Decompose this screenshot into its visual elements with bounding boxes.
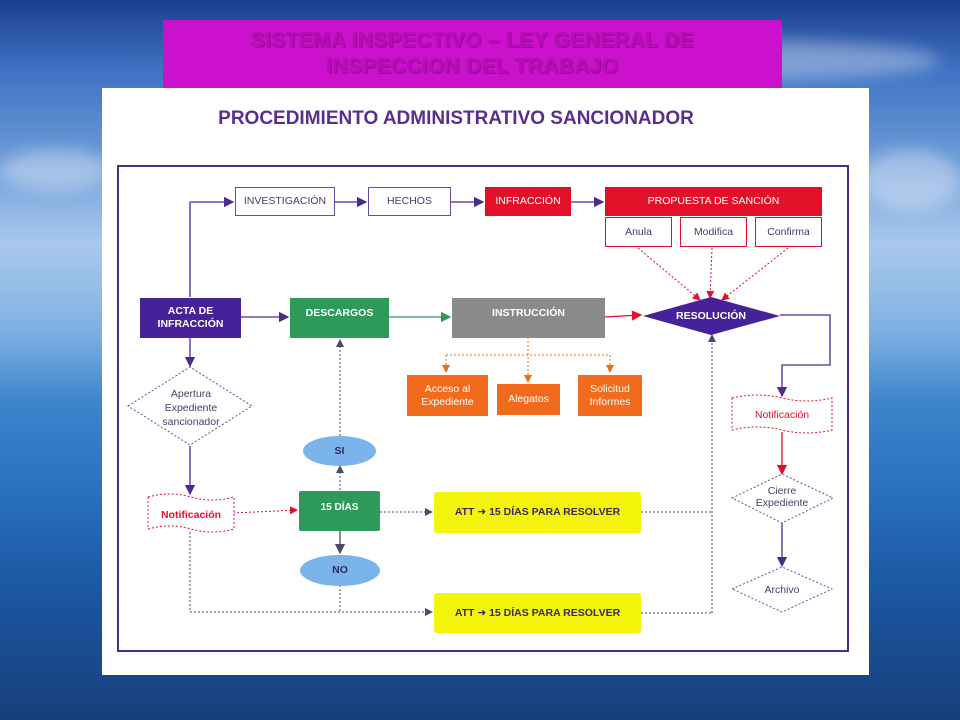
notificacion-right-shape xyxy=(731,394,833,434)
archivo-label: Archivo xyxy=(764,584,799,596)
apertura-diamond xyxy=(127,366,253,446)
apertura-label-1: Apertura xyxy=(171,388,211,400)
cierre-diamond xyxy=(730,473,835,524)
modifica-label: Modifica xyxy=(693,225,734,238)
instruccion-label: INSTRUCCIÓN xyxy=(492,307,565,319)
solicitud-label-1: Solicitud xyxy=(590,382,630,395)
hechos-box: HECHOS xyxy=(368,187,451,216)
hechos-label: HECHOS xyxy=(387,195,432,207)
banner-line-2: INSPECCION DEL TRABAJO xyxy=(326,55,619,78)
cierre-label-2: Expediente xyxy=(756,497,809,509)
acta-label-1: ACTA DE xyxy=(167,305,214,317)
alegatos-box: Alegatos xyxy=(497,384,560,415)
anula-box: Anula xyxy=(605,217,672,247)
solicitud-label-2: Informes xyxy=(589,395,631,408)
no-label: NO xyxy=(332,564,348,576)
investigacion-label: INVESTIGACIÓN xyxy=(243,195,327,207)
att-bottom-label: ATT ➜ 15 DÍAS PARA RESOLVER xyxy=(454,606,621,619)
notificacion-right-label: Notificación xyxy=(755,409,809,421)
acceso-label-2: Expediente xyxy=(421,395,474,408)
modifica-box: Modifica xyxy=(680,217,747,247)
confirma-box: Confirma xyxy=(755,217,822,247)
propuesta-sancion-label: PROPUESTA DE SANCIÓN xyxy=(647,195,780,207)
att-bottom-box: ATT ➜ 15 DÍAS PARA RESOLVER xyxy=(434,593,641,633)
solicitud-informes-box: Solicitud Informes xyxy=(578,375,642,416)
banner-line-1: SISTEMA INSPECTIVO – LEY GENERAL DE xyxy=(250,29,695,52)
notificacion-left-label: Notificación xyxy=(161,509,221,521)
diagram-frame xyxy=(117,165,849,652)
notificacion-left-shape xyxy=(147,493,235,533)
quince-dias-label: 15 DÍAS xyxy=(320,502,359,513)
instruccion-box: INSTRUCCIÓN xyxy=(452,298,605,338)
descargos-label: DESCARGOS xyxy=(305,307,374,319)
diagram-title: PROCEDIMIENTO ADMINISTRATIVO SANCIONADOR xyxy=(218,108,694,129)
confirma-label: Confirma xyxy=(767,225,810,238)
anula-label: Anula xyxy=(625,225,652,238)
quince-dias-box: 15 DÍAS xyxy=(299,491,380,531)
resolucion-diamond xyxy=(643,297,780,335)
att-top-label: ATT ➜ 15 DÍAS PARA RESOLVER xyxy=(454,506,621,518)
no-ellipse: NO xyxy=(300,555,380,586)
apertura-label-2: Expediente xyxy=(165,402,218,414)
infraccion-box: INFRACCIÓN xyxy=(485,187,571,216)
banner: SISTEMA INSPECTIVO – LEY GENERAL DE INSP… xyxy=(163,20,782,88)
acta-infraccion-box: ACTA DE INFRACCIÓN xyxy=(140,298,241,338)
acceso-label-1: Acceso al xyxy=(424,382,471,395)
si-label: SI xyxy=(334,444,345,457)
apertura-label-3: sancionador xyxy=(162,416,220,428)
si-ellipse: SI xyxy=(303,436,376,466)
infraccion-label: INFRACCIÓN xyxy=(495,195,561,207)
investigacion-box: INVESTIGACIÓN xyxy=(235,187,335,216)
resolucion-label: RESOLUCIÓN xyxy=(676,309,746,322)
alegatos-label: Alegatos xyxy=(508,393,549,405)
acceso-expediente-box: Acceso al Expediente xyxy=(407,375,488,416)
propuesta-sancion-box: PROPUESTA DE SANCIÓN xyxy=(605,187,822,216)
acta-label-2: INFRACCIÓN xyxy=(157,318,224,330)
att-top-box: ATT ➜ 15 DÍAS PARA RESOLVER xyxy=(434,492,641,533)
archivo-diamond xyxy=(730,566,834,613)
descargos-box: DESCARGOS xyxy=(290,298,389,338)
cierre-label-1: Cierre xyxy=(768,485,797,497)
